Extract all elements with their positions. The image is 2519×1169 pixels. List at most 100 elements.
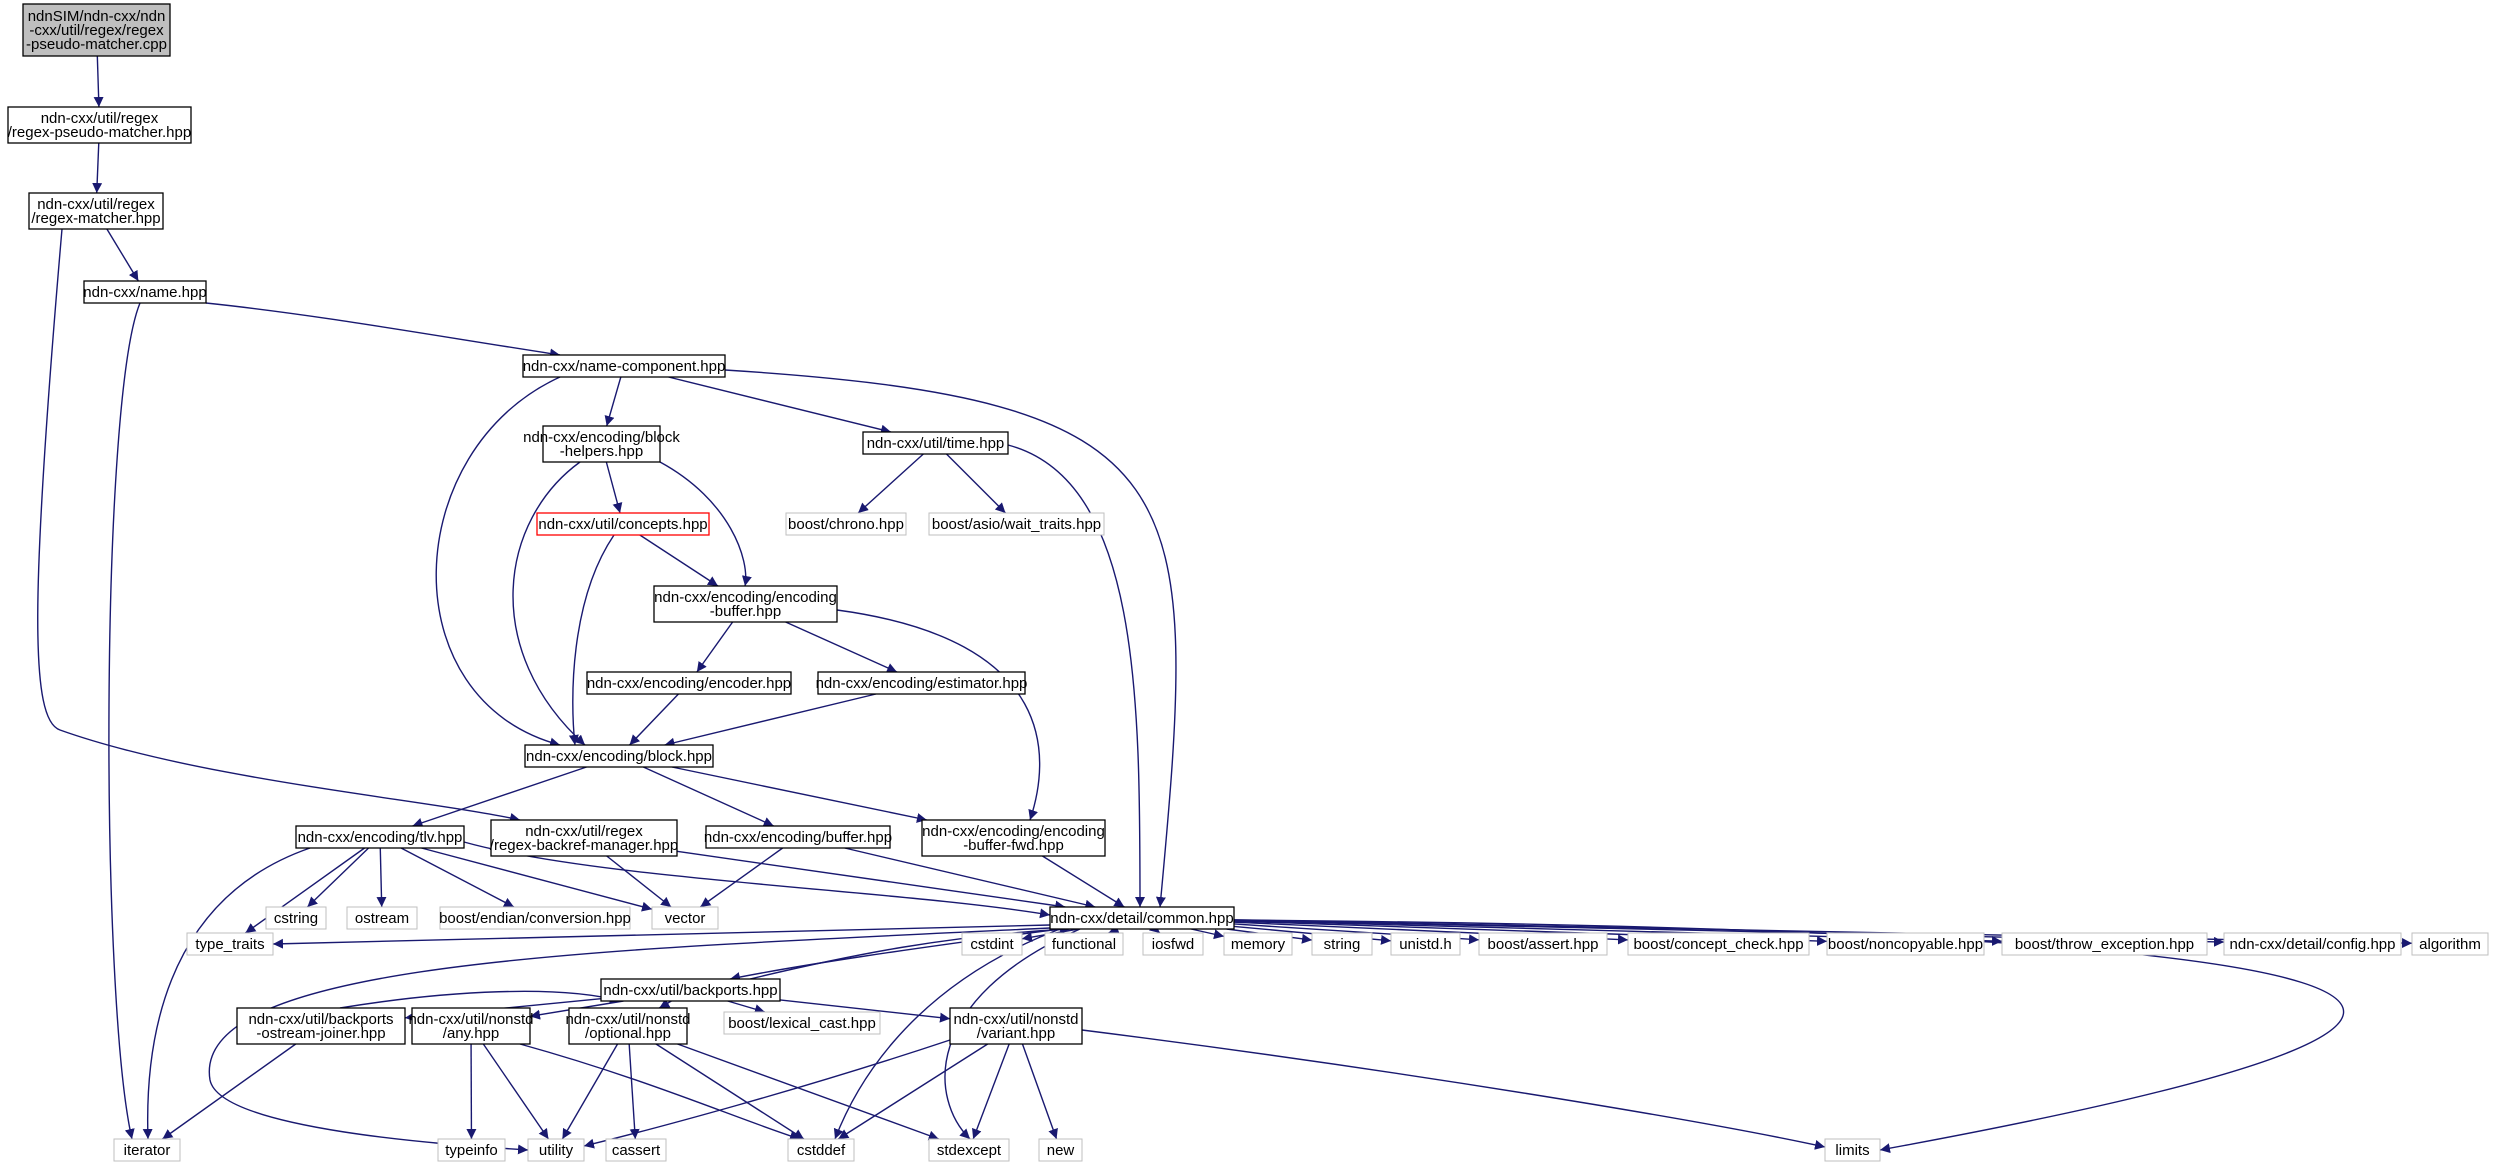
node-box xyxy=(113,1138,181,1162)
node-box xyxy=(605,1138,667,1162)
node-cassert: cassert xyxy=(605,1138,667,1162)
edge-common-to-stdexcept xyxy=(944,928,1081,1140)
node-label: -buffer-fwd.hpp xyxy=(963,837,1064,854)
node-estimator[interactable]: ndn-cxx/encoding/estimator.hpp xyxy=(816,671,1028,695)
node-box xyxy=(1223,932,1293,956)
node-name-component[interactable]: ndn-cxx/name-component.hpp xyxy=(522,354,726,378)
node-box xyxy=(522,354,726,378)
node-box xyxy=(1044,932,1124,956)
node-block[interactable]: ndn-cxx/encoding/block.hpp xyxy=(524,744,714,768)
node-label: utility xyxy=(539,1142,574,1159)
node-label: ndn-cxx/util/regex xyxy=(525,823,643,840)
edge-concepts-to-encoding-buffer xyxy=(639,534,719,587)
edge-backports-to-boost-lexical-cast xyxy=(727,1000,766,1014)
node-backports[interactable]: ndn-cxx/util/backports.hpp xyxy=(600,978,781,1002)
node-boost-throw-exception: boost/throw_exception.hpp xyxy=(2001,932,2208,956)
node-label: new xyxy=(1047,1142,1075,1159)
node-label: ndn-cxx/encoding/buffer.hpp xyxy=(704,829,892,846)
edge-common-to-utility xyxy=(208,927,1051,1155)
node-box xyxy=(651,906,719,930)
node-encoder[interactable]: ndn-cxx/encoding/encoder.hpp xyxy=(586,671,792,695)
node-time[interactable]: ndn-cxx/util/time.hpp xyxy=(862,431,1009,455)
node-iterator: iterator xyxy=(113,1138,181,1162)
node-nonstd-variant[interactable]: ndn-cxx/util/nonstd/variant.hpp xyxy=(949,1007,1083,1045)
node-new: new xyxy=(1038,1138,1083,1162)
edge-name-component-to-common xyxy=(724,369,1177,908)
edge-backref-manager-to-common xyxy=(676,850,1066,911)
node-label: /regex-backref-manager.hpp xyxy=(490,837,678,854)
node-string: string xyxy=(1311,932,1373,956)
node-iosfwd: iosfwd xyxy=(1142,932,1204,956)
edge-common-to-functional xyxy=(1108,924,1120,934)
edge-nonstd-any-to-utility xyxy=(482,1043,550,1140)
node-nonstd-optional[interactable]: ndn-cxx/util/nonstd/optional.hpp xyxy=(565,1007,691,1045)
node-label: ndn-cxx/encoding/estimator.hpp xyxy=(816,675,1028,692)
node-label: cassert xyxy=(612,1142,661,1159)
node-box xyxy=(439,906,631,930)
node-concepts[interactable]: ndn-cxx/util/concepts.hpp xyxy=(536,512,710,536)
node-label: ndn-cxx/encoding/encoding xyxy=(654,589,837,606)
node-label: boost/noncopyable.hpp xyxy=(1828,936,1983,953)
node-box xyxy=(186,932,274,956)
node-box xyxy=(2001,932,2208,956)
node-label: vector xyxy=(665,910,706,927)
edge-block-to-buffer xyxy=(643,766,774,827)
edge-block-helpers-to-encoding-buffer xyxy=(659,461,752,587)
node-box xyxy=(411,1007,531,1045)
node-tlv[interactable]: ndn-cxx/encoding/tlv.hpp xyxy=(295,825,465,849)
edge-backref-manager-to-vector xyxy=(606,855,672,908)
node-label: boost/chrono.hpp xyxy=(788,516,904,533)
node-block-helpers[interactable]: ndn-cxx/encoding/block-helpers.hpp xyxy=(523,425,680,463)
node-label: functional xyxy=(1052,936,1116,953)
node-vector: vector xyxy=(651,906,719,930)
node-label: ndn-cxx/detail/common.hpp xyxy=(1050,910,1233,927)
node-backref-manager[interactable]: ndn-cxx/util/regex/regex-backref-manager… xyxy=(490,819,678,857)
node-functional: functional xyxy=(1044,932,1124,956)
node-box xyxy=(295,825,465,849)
node-regex-matcher[interactable]: ndn-cxx/util/regex/regex-matcher.hpp xyxy=(28,192,164,230)
node-boost-concept-check: boost/concept_check.hpp xyxy=(1627,932,1810,956)
node-box xyxy=(7,106,192,144)
edge-tlv-to-iterator xyxy=(142,847,311,1140)
node-box xyxy=(787,1138,855,1162)
node-limits: limits xyxy=(1824,1138,1881,1162)
node-ostream-joiner[interactable]: ndn-cxx/util/backports-ostream-joiner.hp… xyxy=(236,1007,406,1045)
node-label: ndn-cxx/detail/config.hpp xyxy=(2230,936,2396,953)
edge-name-component-to-block-helpers xyxy=(604,376,622,427)
edge-common-to-iosfwd xyxy=(1149,922,1161,934)
node-box xyxy=(22,3,171,57)
edge-nonstd-variant-to-new xyxy=(1021,1043,1058,1140)
node-box xyxy=(236,1007,406,1045)
node-encoding-buffer-fwd[interactable]: ndn-cxx/encoding/encoding-buffer-fwd.hpp xyxy=(921,819,1106,857)
node-name[interactable]: ndn-cxx/name.hpp xyxy=(83,280,207,304)
node-stdexcept: stdexcept xyxy=(928,1138,1010,1162)
edge-nonstd-variant-to-limits xyxy=(1081,1029,1826,1150)
node-label: /optional.hpp xyxy=(585,1025,671,1042)
node-label: memory xyxy=(1231,936,1286,953)
node-box xyxy=(1826,932,1985,956)
node-label: ndn-cxx/util/backports.hpp xyxy=(603,982,777,999)
node-box xyxy=(1038,1138,1083,1162)
node-label: boost/endian/conversion.hpp xyxy=(439,910,631,927)
node-box xyxy=(1824,1138,1881,1162)
edge-buffer-to-common xyxy=(844,847,1096,910)
node-buffer[interactable]: ndn-cxx/encoding/buffer.hpp xyxy=(704,825,892,849)
node-nonstd-any[interactable]: ndn-cxx/util/nonstd/any.hpp xyxy=(408,1007,534,1045)
edge-encoding-buffer-to-encoding-buffer-fwd xyxy=(836,609,1041,821)
node-common[interactable]: ndn-cxx/detail/common.hpp xyxy=(1049,906,1235,930)
node-encoding-buffer[interactable]: ndn-cxx/encoding/encoding-buffer.hpp xyxy=(653,585,838,623)
node-label: ndn-cxx/util/concepts.hpp xyxy=(538,516,707,533)
node-root[interactable]: ndnSIM/ndn-cxx/ndn-cxx/util/regex/regex-… xyxy=(22,3,171,57)
node-box xyxy=(949,1007,1083,1045)
node-pseudo-matcher-hpp[interactable]: ndn-cxx/util/regex/regex-pseudo-matcher.… xyxy=(7,106,192,144)
node-label: ndn-cxx/util/time.hpp xyxy=(867,435,1005,452)
node-label: stdexcept xyxy=(937,1142,1002,1159)
edge-tlv-to-endian-conversion xyxy=(400,847,515,908)
edge-time-to-boost-chrono xyxy=(857,453,924,514)
node-label: ndn-cxx/util/nonstd xyxy=(953,1011,1078,1028)
node-box xyxy=(1478,932,1608,956)
node-detail-config: ndn-cxx/detail/config.hpp xyxy=(2223,932,2402,956)
node-box xyxy=(1142,932,1204,956)
node-label: boost/assert.hpp xyxy=(1488,936,1599,953)
